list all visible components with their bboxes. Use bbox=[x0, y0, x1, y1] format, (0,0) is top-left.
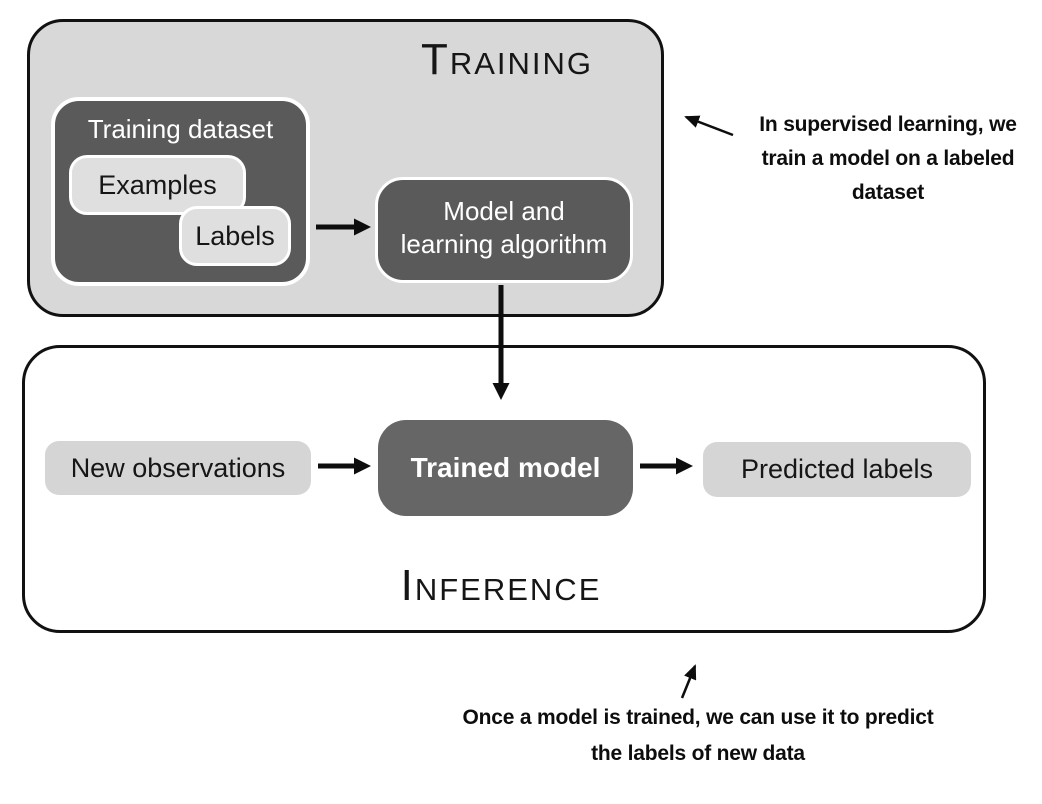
inference-section: New observations Trained model Predicted… bbox=[22, 345, 986, 633]
new-observations-box: New observations bbox=[45, 441, 311, 495]
annotation-supervised-line3: dataset bbox=[851, 181, 925, 204]
annotation-inference-note: Once a model is trained, we can use it t… bbox=[418, 700, 978, 772]
model-box-label-line1: Model and bbox=[443, 196, 565, 226]
annotation-supervised-line2: train a model on a labeled bbox=[761, 147, 1015, 170]
annotation-supervised-learning: In supervised learning, we train a model… bbox=[738, 108, 1038, 210]
annotation-inference-line2: the labels of new data bbox=[591, 742, 805, 765]
annotation-arrow-supervised bbox=[684, 115, 734, 137]
annotation-inference-line1: Once a model is trained, we can use it t… bbox=[462, 706, 934, 729]
model-and-learning-algorithm-box: Model and learning algorithm bbox=[375, 177, 633, 283]
annotation-supervised-line1: In supervised learning, we bbox=[759, 113, 1017, 136]
examples-box: Examples bbox=[69, 155, 246, 215]
annotation-arrow-inference bbox=[680, 664, 697, 699]
training-dataset-label: Training dataset bbox=[87, 114, 274, 144]
predicted-labels-box: Predicted labels bbox=[703, 442, 971, 497]
trained-model-box: Trained model bbox=[378, 420, 633, 516]
training-dataset-box: Training dataset Examples Labels bbox=[51, 97, 310, 286]
model-box-label-line2: learning algorithm bbox=[400, 229, 608, 259]
training-title: Training bbox=[420, 35, 594, 84]
training-section: Training Training dataset Examples Label… bbox=[27, 19, 664, 317]
inference-title: Inference bbox=[400, 561, 602, 610]
labels-box: Labels bbox=[179, 206, 291, 266]
